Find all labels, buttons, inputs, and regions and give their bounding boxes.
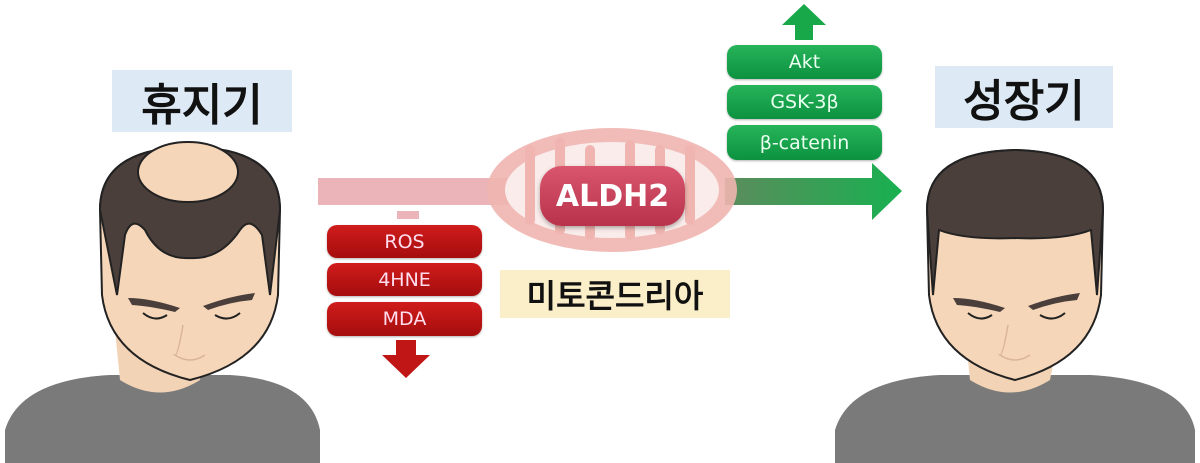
activation-arrow [725, 163, 902, 220]
marker-ros: ROS [327, 225, 482, 258]
hair [925, 148, 1105, 296]
closed-eyes [967, 312, 1066, 320]
growth-phase-label: 성장기 [935, 66, 1113, 128]
mitochondria-label: 미토콘드리아 [500, 270, 730, 318]
aldh2-badge: ALDH2 [540, 166, 685, 226]
marker-beta-catenin: β-catenin [727, 125, 882, 160]
nose [997, 324, 1031, 361]
growth-phase-head-illustration [835, 148, 1195, 463]
decrease-arrow [382, 340, 430, 378]
increase-arrow [782, 4, 826, 40]
closed-eyes [142, 312, 241, 320]
shirt [835, 375, 1195, 463]
marker-gsk3b: GSK-3β [727, 85, 882, 119]
inhibition-bar [318, 178, 508, 205]
marker-mda: MDA [327, 302, 482, 336]
marker-akt: Akt [727, 45, 882, 79]
eyebrows [953, 293, 1080, 312]
shirt [5, 375, 320, 463]
marker-4hne: 4HNE [327, 263, 482, 296]
resting-phase-label: 휴지기 [112, 70, 292, 132]
inhibition-tab [397, 211, 419, 219]
eyebrows [128, 293, 255, 312]
bald-spot [137, 141, 239, 203]
nose [172, 324, 206, 361]
resting-phase-head-illustration [5, 141, 320, 463]
